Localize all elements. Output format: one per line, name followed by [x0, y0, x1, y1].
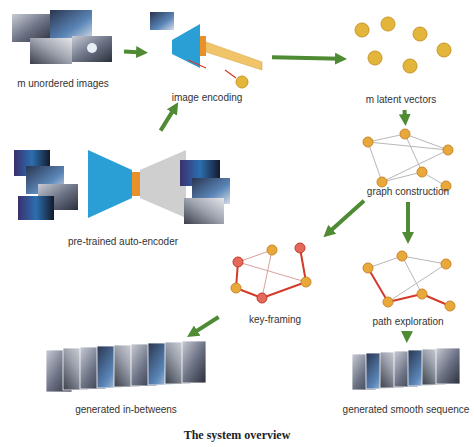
autoencoder-sketch [14, 150, 230, 224]
stage-label: m unordered images [6, 78, 120, 90]
stage-node: generated smooth sequence [338, 340, 474, 416]
stage-node: image encoding [146, 8, 268, 104]
flow-arrow [161, 107, 175, 130]
stage-node: generated in-betweens [40, 336, 212, 416]
graph-sketch [363, 129, 453, 191]
flow-arrow [124, 51, 142, 52]
stage-label: m latent vectors [345, 94, 457, 106]
stage-node: pre-trained auto-encoder [8, 134, 238, 248]
flow-arrow [328, 201, 364, 234]
stage-label: generated smooth sequence [338, 404, 474, 416]
stage-label: graph construction [352, 186, 464, 198]
stage-node: path exploration [352, 242, 464, 328]
keyframe-graph [231, 243, 311, 303]
stage-node: m latent vectors [345, 14, 457, 106]
encoder-sketch [150, 12, 262, 88]
stage-node: m unordered images [6, 6, 120, 90]
flow-arrow [405, 331, 409, 337]
flow-arrow [192, 317, 219, 334]
stage-label: key-framing [222, 314, 328, 326]
figure-caption: The system overview [0, 428, 474, 443]
photo-stack [12, 10, 112, 64]
path-graph [363, 251, 455, 311]
stage-label: pre-trained auto-encoder [8, 236, 238, 248]
stage-label: image encoding [146, 92, 268, 104]
latent-dots [355, 17, 451, 73]
frame-strip [46, 341, 206, 392]
stage-label: generated in-betweens [40, 404, 212, 416]
stage-node: key-framing [222, 236, 328, 326]
flow-arrow [402, 110, 407, 120]
flow-arrow [406, 202, 410, 238]
stage-node: graph construction [352, 124, 464, 198]
flow-arrow [272, 57, 341, 58]
stage-label: path exploration [352, 316, 464, 328]
frame-strip [352, 348, 460, 390]
